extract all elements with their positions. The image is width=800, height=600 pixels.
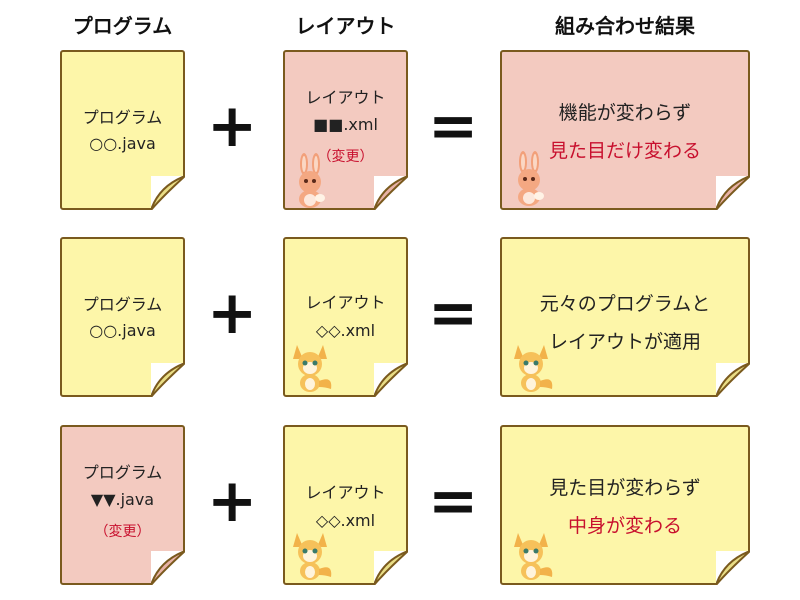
result-line1: 見た目が変わらず — [549, 477, 701, 499]
equals-operator: = — [428, 278, 479, 348]
header-layout: レイアウト — [295, 14, 396, 38]
result-line2: 見た目だけ変わる — [548, 140, 701, 162]
fox-icon — [508, 337, 558, 397]
result-note-row1: 機能が変わらず 見た目だけ変わる — [500, 50, 750, 210]
result-line1: 機能が変わらず — [558, 102, 692, 124]
equals-operator: = — [428, 91, 479, 161]
plus-operator: + — [207, 91, 258, 161]
program-note-row2: プログラム ○○.java — [60, 237, 185, 397]
layout-file: ◇◇.xml — [315, 511, 376, 530]
plus-operator: + — [207, 466, 258, 536]
fox-icon — [508, 525, 558, 585]
result-line2: レイアウトが適用 — [548, 331, 701, 353]
header-program: プログラム — [72, 14, 173, 38]
layout-name: レイアウト — [305, 88, 386, 107]
page-curl — [716, 363, 750, 397]
page-curl — [151, 551, 185, 585]
layout-note-row2: レイアウト ◇◇.xml — [283, 237, 408, 397]
equals-operator: = — [428, 466, 479, 536]
result-note-row3: 見た目が変わらず 中身が変わる — [500, 425, 750, 585]
fox-icon — [287, 337, 337, 397]
program-file: ○○.java — [89, 321, 156, 340]
layout-name: レイアウト — [305, 483, 386, 502]
header-result: 組み合わせ結果 — [555, 14, 695, 38]
rabbit-icon — [506, 150, 554, 212]
result-line1: 元々のプログラムと — [539, 293, 711, 315]
program-file: ○○.java — [89, 134, 156, 153]
page-curl — [374, 176, 408, 210]
program-note-row1: プログラム ○○.java — [60, 50, 185, 210]
layout-note-row1: レイアウト ■■.xml （変更） — [283, 50, 408, 210]
page-curl — [374, 363, 408, 397]
fox-icon — [287, 525, 337, 585]
program-file: ▼▼.java — [90, 490, 155, 509]
changed-label: （変更） — [317, 149, 374, 165]
page-curl — [151, 363, 185, 397]
page-curl — [374, 551, 408, 585]
page-curl — [716, 551, 750, 585]
program-name: プログラム — [82, 463, 163, 482]
program-name: プログラム — [82, 295, 163, 314]
plus-operator: + — [207, 278, 258, 348]
layout-note-row3: レイアウト ◇◇.xml — [283, 425, 408, 585]
result-line2: 中身が変わる — [567, 515, 682, 537]
result-note-row2: 元々のプログラムと レイアウトが適用 — [500, 237, 750, 397]
layout-file: ◇◇.xml — [315, 321, 376, 340]
layout-name: レイアウト — [305, 293, 386, 312]
changed-label: （変更） — [94, 524, 151, 540]
program-note-row3: プログラム ▼▼.java （変更） — [60, 425, 185, 585]
rabbit-icon — [287, 152, 335, 214]
page-curl — [716, 176, 750, 210]
page-curl — [151, 176, 185, 210]
program-name: プログラム — [82, 108, 163, 127]
layout-file: ■■.xml — [313, 115, 378, 134]
